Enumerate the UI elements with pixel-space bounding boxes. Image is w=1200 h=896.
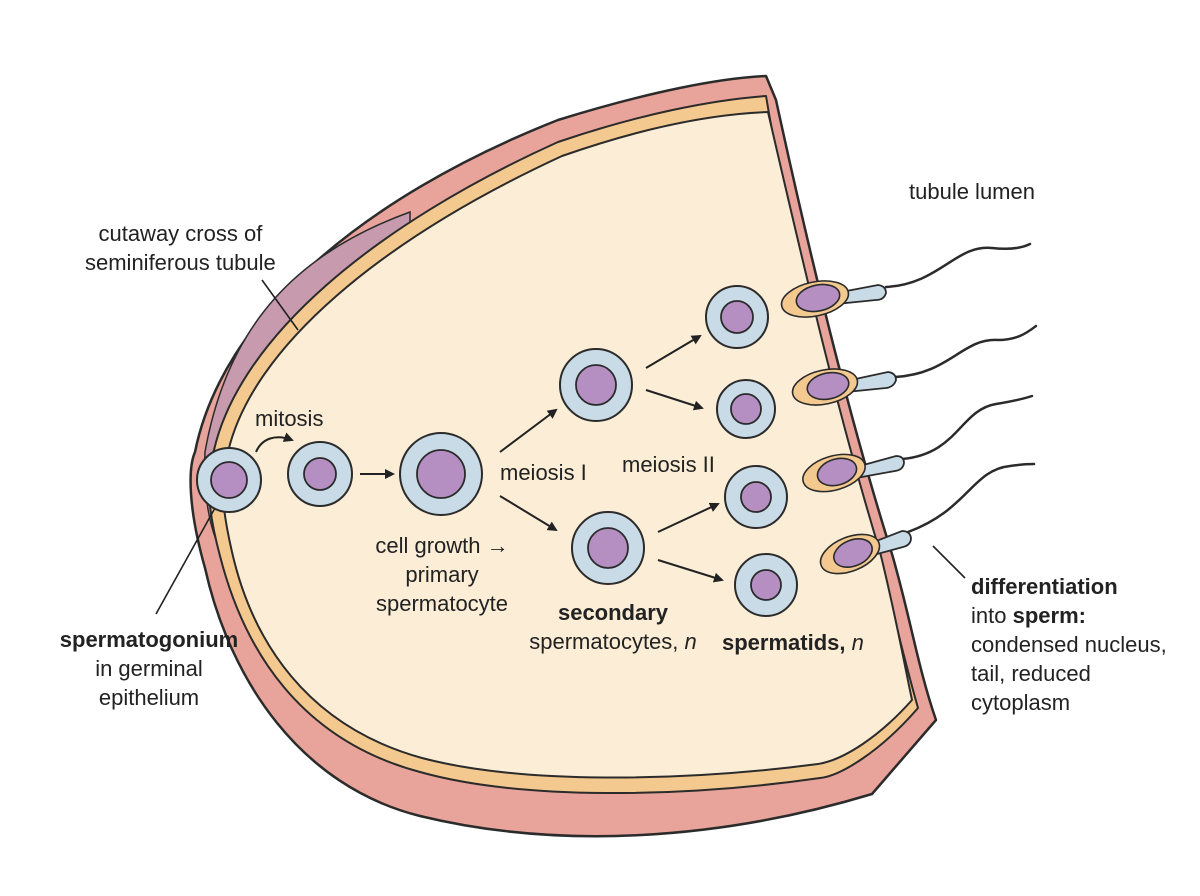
daughter-spermatogonium-cell	[287, 441, 353, 507]
meiosis-2-label: meiosis II	[622, 450, 715, 479]
meiosis-2-text: meiosis II	[622, 452, 715, 477]
cutaway-leader-line	[261, 279, 299, 331]
spermatids-label: spermatids, n	[722, 628, 864, 657]
spermatid-1	[705, 285, 769, 349]
sperm-bold-text: sperm:	[1012, 603, 1086, 628]
mitosis-text: mitosis	[255, 406, 324, 431]
spermatids-n-text: n	[851, 630, 864, 655]
spermatogonium-leader-line	[155, 507, 216, 615]
sperm-1	[780, 242, 1032, 318]
cell-growth-line-1: cell growth →	[375, 533, 509, 558]
sperm-2	[791, 324, 1038, 406]
mitosis-label: mitosis	[255, 404, 323, 433]
spermatids-bold-text: spermatids,	[722, 630, 846, 655]
meiosis-1-label: meiosis I	[500, 458, 587, 487]
differentiation-leader-line	[932, 545, 966, 579]
arrow-meiosis2-2	[645, 389, 704, 411]
arrow-meiosis2-3	[657, 502, 720, 533]
differentiation-line-3: condensed nucleus,	[971, 632, 1167, 657]
tubule-lumen-label: tubule lumen	[909, 177, 1035, 206]
secondary-rest-text: spermatocytes,	[529, 629, 685, 654]
arrow-meiosis1-up	[499, 408, 558, 453]
cell-growth-label: cell growth → primary spermatocyte	[352, 531, 532, 618]
differentiation-line-5: cytoplasm	[971, 690, 1071, 715]
cell-growth-line-3: spermatocyte	[375, 591, 509, 616]
arrow-meiosis2-1	[645, 334, 702, 369]
differentiation-label: differentiation into sperm: condensed nu…	[971, 572, 1167, 717]
tubule-lumen-text: tubule lumen	[909, 179, 1035, 204]
secondary-bold-text: secondary	[557, 600, 669, 625]
arrow-meiosis2-4	[657, 559, 724, 583]
spermatogonium-line-2: in germinal	[95, 656, 203, 681]
differentiation-line-4: tail, reduced	[971, 661, 1091, 686]
meiosis-1-text: meiosis I	[500, 460, 587, 485]
into-text: into	[971, 603, 1013, 628]
mitosis-curved-arrow	[255, 432, 294, 453]
spermatogonium-bold-text: spermatogonium	[59, 627, 239, 652]
secondary-spermatocyte-lower	[571, 511, 645, 585]
spermatogonium-line-3: epithelium	[98, 685, 200, 710]
cutaway-line-2: seminiferous tubule	[85, 250, 276, 275]
arrow-meiosis1-down	[499, 495, 558, 532]
spermatid-4	[734, 553, 798, 617]
spermatogonium-label: spermatogonium in germinal epithelium	[34, 625, 264, 712]
cell-growth-line-2: primary	[405, 562, 479, 587]
differentiation-bold-text: differentiation	[971, 574, 1118, 599]
spermatid-3	[724, 465, 788, 529]
secondary-n-text: n	[684, 629, 697, 654]
secondary-spermatocyte-upper	[559, 348, 633, 422]
secondary-spermatocytes-label: secondary spermatocytes, n	[520, 598, 706, 656]
cutaway-line-1: cutaway cross of	[98, 221, 263, 246]
sperm-3	[802, 394, 1034, 493]
sperm-4	[819, 462, 1036, 575]
cutaway-label: cutaway cross of seminiferous tubule	[85, 219, 276, 277]
primary-spermatocyte-cell	[399, 432, 483, 516]
spermatogonium-cell	[196, 447, 262, 513]
spermatid-2	[716, 379, 776, 439]
